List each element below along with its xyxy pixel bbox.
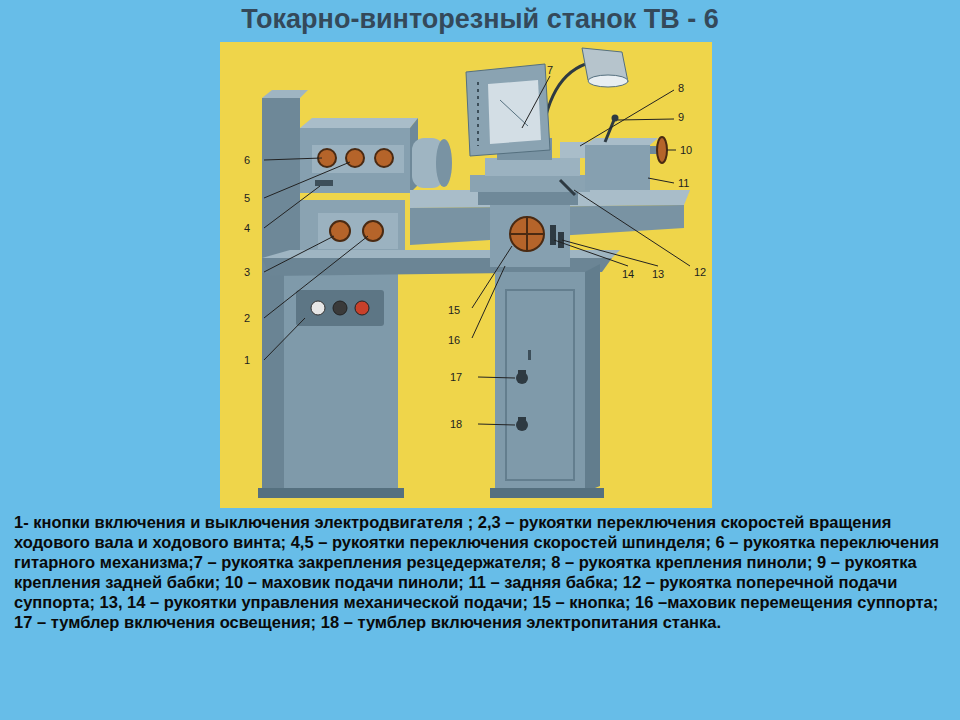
callout-number: 7	[547, 64, 553, 76]
callout-number: 9	[678, 111, 684, 123]
picture-ground	[220, 42, 712, 508]
callout-number: 4	[244, 222, 250, 234]
chip-guard	[466, 64, 550, 156]
callout-number: 11	[678, 177, 689, 189]
callout-number: 8	[678, 82, 684, 94]
callout-number: 5	[244, 192, 250, 204]
lamp	[540, 48, 628, 150]
chuck	[412, 138, 452, 188]
callout-number: 3	[244, 266, 250, 278]
right-pedestal	[490, 264, 604, 498]
callout-number: 16	[448, 334, 460, 346]
callout-number: 18	[450, 418, 462, 430]
caption: 1- кнопки включения и выключения электро…	[14, 512, 948, 632]
headstock	[300, 118, 418, 193]
callout-number: 1	[244, 354, 250, 366]
callout-number: 12	[694, 266, 706, 278]
carriage	[470, 138, 590, 267]
callout-number: 2	[244, 312, 250, 324]
leader-lines	[264, 76, 690, 425]
callout-number: 14	[622, 268, 634, 280]
control-box	[296, 290, 384, 326]
callout-number: 17	[450, 371, 462, 383]
callout-number: 15	[448, 304, 460, 316]
page-title: Токарно-винторезный станок ТВ - 6	[0, 4, 960, 35]
callout-number: 13	[652, 268, 664, 280]
callout-number: 10	[680, 144, 692, 156]
callout-number: 6	[244, 154, 250, 166]
left-pedestal	[258, 90, 404, 498]
